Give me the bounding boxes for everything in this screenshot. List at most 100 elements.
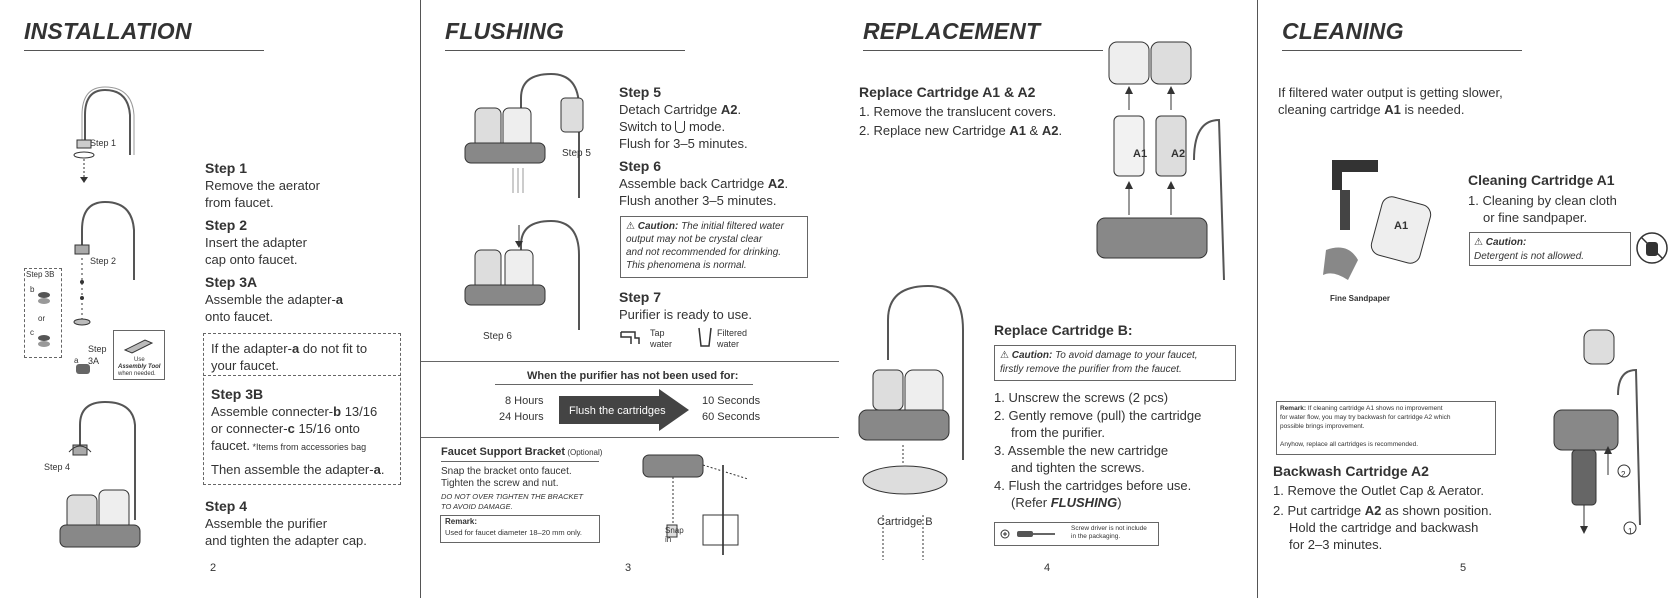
hours-8: 8 Hours xyxy=(505,395,544,407)
installation-heading-rule xyxy=(24,50,264,51)
step3b-title: Step 3B xyxy=(211,386,264,402)
step3a-title: Step 3A xyxy=(205,274,258,290)
step4-line2: and tighten the adapter cap. xyxy=(205,533,367,548)
step3a-line1: Assemble the adapter-a xyxy=(205,292,344,307)
step2-line2: cap onto faucet. xyxy=(205,252,298,267)
box-line1: If the adapter-a do not fit to xyxy=(211,341,368,356)
seconds-60: 60 Seconds xyxy=(702,411,761,423)
panel-divider-1 xyxy=(420,0,421,598)
replace-a-line2: 2. Replace new Cartridge A1 & A2. xyxy=(859,123,1063,138)
panel-installation: INSTALLATION Step 1 Step 2 Step 3B b or … xyxy=(0,0,420,598)
bracket-warning-1: DO NOT OVER TIGHTEN THE BRACKET xyxy=(441,492,584,501)
tool-when-label: when needed. xyxy=(118,371,156,377)
unused-title: When the purifier has not been used for: xyxy=(527,370,739,382)
unused-title-rule xyxy=(495,384,753,385)
connecter-b-icon xyxy=(38,292,50,304)
flush-arrow-shape xyxy=(559,389,689,431)
replace-b-line3: 3. Assemble the new cartridge xyxy=(994,443,1169,458)
filtered-label-1: Filtered xyxy=(717,328,748,338)
fig-step1-label: Step 1 xyxy=(90,138,117,148)
bracket-warning-2: TO AVOID DAMAGE. xyxy=(441,502,513,511)
snap-label-2: in xyxy=(665,535,672,544)
panel-flushing: FLUSHING Step 5 Step 6 Step 5 Detach Car… xyxy=(421,0,839,598)
fig-step6-label: Step 6 xyxy=(483,331,512,342)
backwash-line1: 1. Remove the Outlet Cap & Aerator. xyxy=(1273,483,1485,498)
replace-caution-line1: ⚠ Caution: To avoid damage to your fauce… xyxy=(1000,350,1198,361)
step6-line2: Flush another 3–5 minutes. xyxy=(619,193,777,208)
replace-b-line1: 1. Unscrew the screws (2 pcs) xyxy=(994,390,1169,405)
cartridge-b-replace-illustration xyxy=(858,284,964,560)
screwdriver-note-box xyxy=(994,522,1159,546)
tap-water-icon xyxy=(620,331,640,344)
purifier-step5-illustration xyxy=(464,72,584,198)
backwash-line4: for 2–3 minutes. xyxy=(1289,537,1383,552)
filtered-water-icon xyxy=(698,327,712,347)
warning-icon: ⚠ xyxy=(1474,237,1483,248)
step3b-line3: faucet. *Items from accessories bag xyxy=(211,438,367,453)
step2-title: Step 2 xyxy=(205,217,248,233)
purifier-step4-illustration xyxy=(59,400,141,548)
fig-a1-label: A1 xyxy=(1394,220,1409,232)
step-number-1: 1 xyxy=(1628,527,1633,536)
cleaning-caution-box xyxy=(1469,232,1631,266)
tool-name-label: Assembly Tool xyxy=(118,364,161,370)
fig-or-label: or xyxy=(38,314,46,323)
flushing-caution-box xyxy=(620,216,808,278)
page-number: 3 xyxy=(625,562,632,574)
replace-b-line3b: and tighten the screws. xyxy=(1011,460,1145,475)
cleaning-illustration xyxy=(1323,160,1432,280)
fig-a-label: a xyxy=(74,356,79,365)
step5-line3: Flush for 3–5 minutes. xyxy=(619,136,748,151)
fig-cartridge-b-label: Cartridge B xyxy=(877,516,933,528)
cleaning-remark-line4: Anyhow, replace all cartridges is recomm… xyxy=(1280,441,1419,448)
replace-b-line4: 4. Flush the cartridges before use. xyxy=(994,478,1192,493)
fine-sandpaper-label: Fine Sandpaper xyxy=(1330,294,1391,303)
faucet-step1-illustration xyxy=(73,86,135,183)
panel-cleaning: CLEANING If filtered water output is get… xyxy=(1258,0,1676,598)
replacement-heading: REPLACEMENT xyxy=(863,18,1041,44)
tap-label-2: water xyxy=(650,339,673,349)
page-number: 2 xyxy=(210,562,217,574)
step3b-note-box xyxy=(203,333,401,485)
replace-b-title: Replace Cartridge B: xyxy=(994,322,1133,338)
filtered-mode-icon xyxy=(675,121,686,133)
step1-line2: from faucet. xyxy=(205,195,274,210)
bracket-illustration xyxy=(642,454,749,555)
tool-use-label: Use xyxy=(134,357,145,363)
fig-a2-label: A2 xyxy=(1171,148,1186,160)
cleaning-intro-line2: cleaning cartridge A1 is needed. xyxy=(1278,102,1465,117)
cleaning-heading-rule xyxy=(1282,50,1522,51)
screw-note-line1: Screw driver is not include xyxy=(1071,525,1147,532)
cartridge-a-replace-illustration xyxy=(1096,41,1225,281)
hours-24: 24 Hours xyxy=(499,411,544,423)
flushing-caution-line4: This phenomena is normal. xyxy=(626,260,747,271)
warning-icon: ⚠ xyxy=(626,221,635,232)
cleaning-a1-title: Cleaning Cartridge A1 xyxy=(1468,172,1615,188)
step3b-line1: Assemble connecter-b 13/16 xyxy=(211,404,378,419)
assembly-tool-box xyxy=(113,330,165,380)
replace-caution-line2: firstly remove the purifier from the fau… xyxy=(1000,364,1182,375)
bracket-line2: Tighten the screw and nut. xyxy=(441,478,559,489)
filtered-label-2: water xyxy=(717,339,740,349)
flushing-divider-1 xyxy=(421,361,839,362)
step6-line1: Assemble back Cartridge A2. xyxy=(619,176,789,191)
cleaning-caution-title: ⚠ Caution: xyxy=(1474,237,1527,248)
flushing-caution-line1: ⚠ Caution: The initial filtered water xyxy=(626,221,784,232)
backwash-title: Backwash Cartridge A2 xyxy=(1273,463,1429,479)
bracket-title-rule xyxy=(441,461,599,462)
fig-step2-label: Step 2 xyxy=(90,256,117,266)
connecter-c-icon xyxy=(38,335,50,347)
flushing-heading-rule xyxy=(445,50,685,51)
box-line2: your faucet. xyxy=(211,358,279,373)
cleaning-heading: CLEANING xyxy=(1282,18,1404,44)
cleaning-intro-line1: If filtered water output is getting slow… xyxy=(1278,85,1503,100)
no-detergent-icon xyxy=(1636,232,1668,264)
step2-line1: Insert the adapter xyxy=(205,235,307,250)
step3b-figure-box xyxy=(24,268,62,358)
cleaning-a1-line1: 1. Cleaning by clean cloth xyxy=(1468,193,1617,208)
fig-step4-label: Step 4 xyxy=(44,462,71,472)
flushing-caution-line3: and not recommended for drinking. xyxy=(626,247,782,258)
replace-a-title: Replace Cartridge A1 & A2 xyxy=(859,84,1036,100)
fig-step5-label: Step 5 xyxy=(562,148,591,159)
backwash-line3: Hold the cartridge and backwash xyxy=(1289,520,1479,535)
